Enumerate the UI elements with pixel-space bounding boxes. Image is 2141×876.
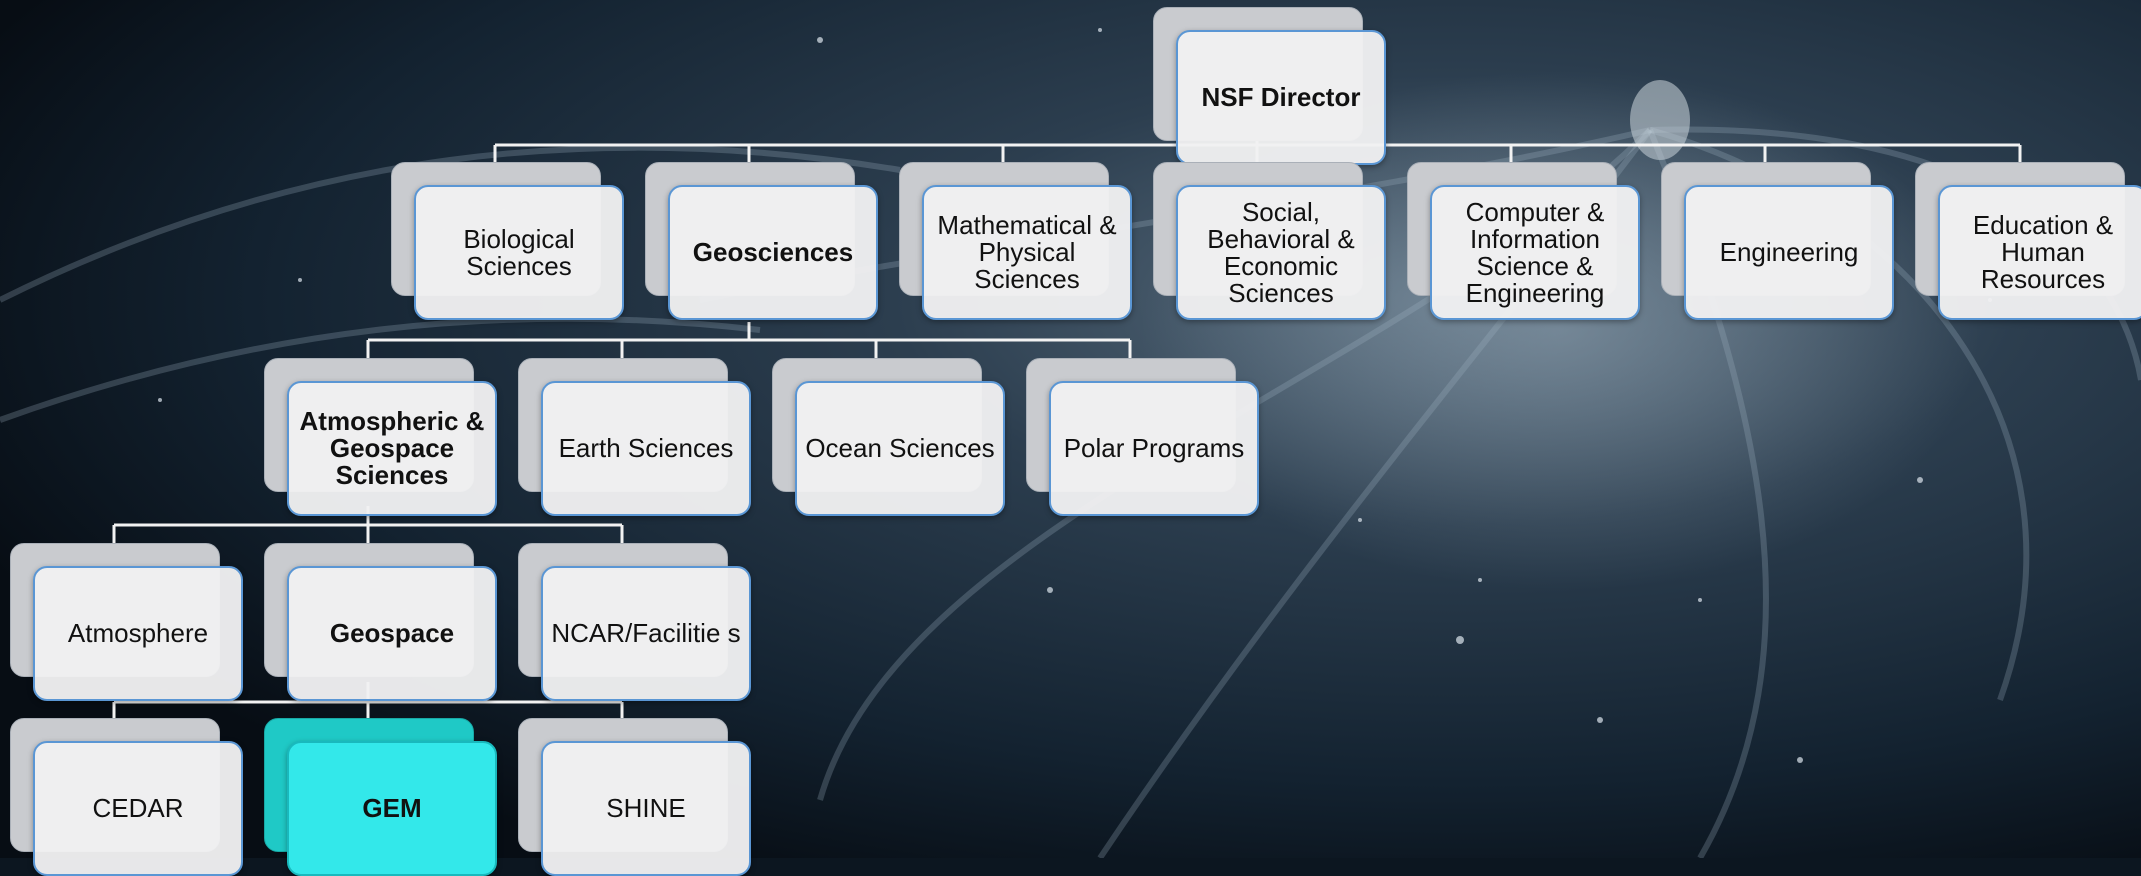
node-label: Education & Human Resources: [1972, 210, 2114, 294]
node-label: Polar Programs: [1063, 433, 1245, 463]
node-atmospheric-geospace-sciences: Atmospheric & Geospace Sciences: [264, 358, 497, 516]
node-geospace: Geospace: [264, 543, 497, 701]
node-label: Social, Behavioral & Economic Sciences: [1207, 196, 1355, 308]
node-atmosphere: Atmosphere: [10, 543, 243, 701]
node-label: NCAR/Facilitie s: [551, 618, 741, 648]
node-label: Geosciences: [692, 237, 854, 267]
node-label: SHINE: [606, 793, 686, 823]
node-biological-sciences: Biological Sciences: [391, 162, 624, 320]
node-label: Mathematical & Physical Sciences: [937, 210, 1117, 294]
node-geosciences: Geosciences: [645, 162, 878, 320]
node-label: Biological Sciences: [463, 223, 575, 281]
node-label: Engineering: [1719, 237, 1859, 267]
node-mathematical-physical-sciences: Mathematical & Physical Sciences: [899, 162, 1132, 320]
node-label: Earth Sciences: [558, 433, 734, 463]
node-label: Computer & Information Science & Enginee…: [1465, 196, 1605, 308]
node-label: CEDAR: [92, 793, 184, 823]
node-ocean-sciences: Ocean Sciences: [772, 358, 1005, 516]
node-cedar: CEDAR: [10, 718, 243, 876]
node-polar-programs: Polar Programs: [1026, 358, 1259, 516]
node-social-behavioral-economic-sciences: Social, Behavioral & Economic Sciences: [1153, 162, 1386, 320]
node-ncar-facilities: NCAR/Facilitie s: [518, 543, 751, 701]
node-shine: SHINE: [518, 718, 751, 876]
node-earth-sciences: Earth Sciences: [518, 358, 751, 516]
node-label: Atmosphere: [67, 618, 209, 648]
node-engineering: Engineering: [1661, 162, 1894, 320]
node-label: Atmospheric & Geospace Sciences: [299, 406, 485, 490]
node-computer-information-science-engineering: Computer & Information Science & Enginee…: [1407, 162, 1640, 320]
node-gem-highlighted: GEM: [264, 718, 497, 876]
node-label: GEM: [362, 793, 422, 823]
node-education-human-resources: Education & Human Resources: [1915, 162, 2141, 320]
node-label: NSF Director: [1201, 82, 1361, 112]
node-nsf-director: NSF Director: [1153, 7, 1386, 165]
node-label: Geospace: [329, 618, 455, 648]
node-label: Ocean Sciences: [805, 433, 995, 463]
